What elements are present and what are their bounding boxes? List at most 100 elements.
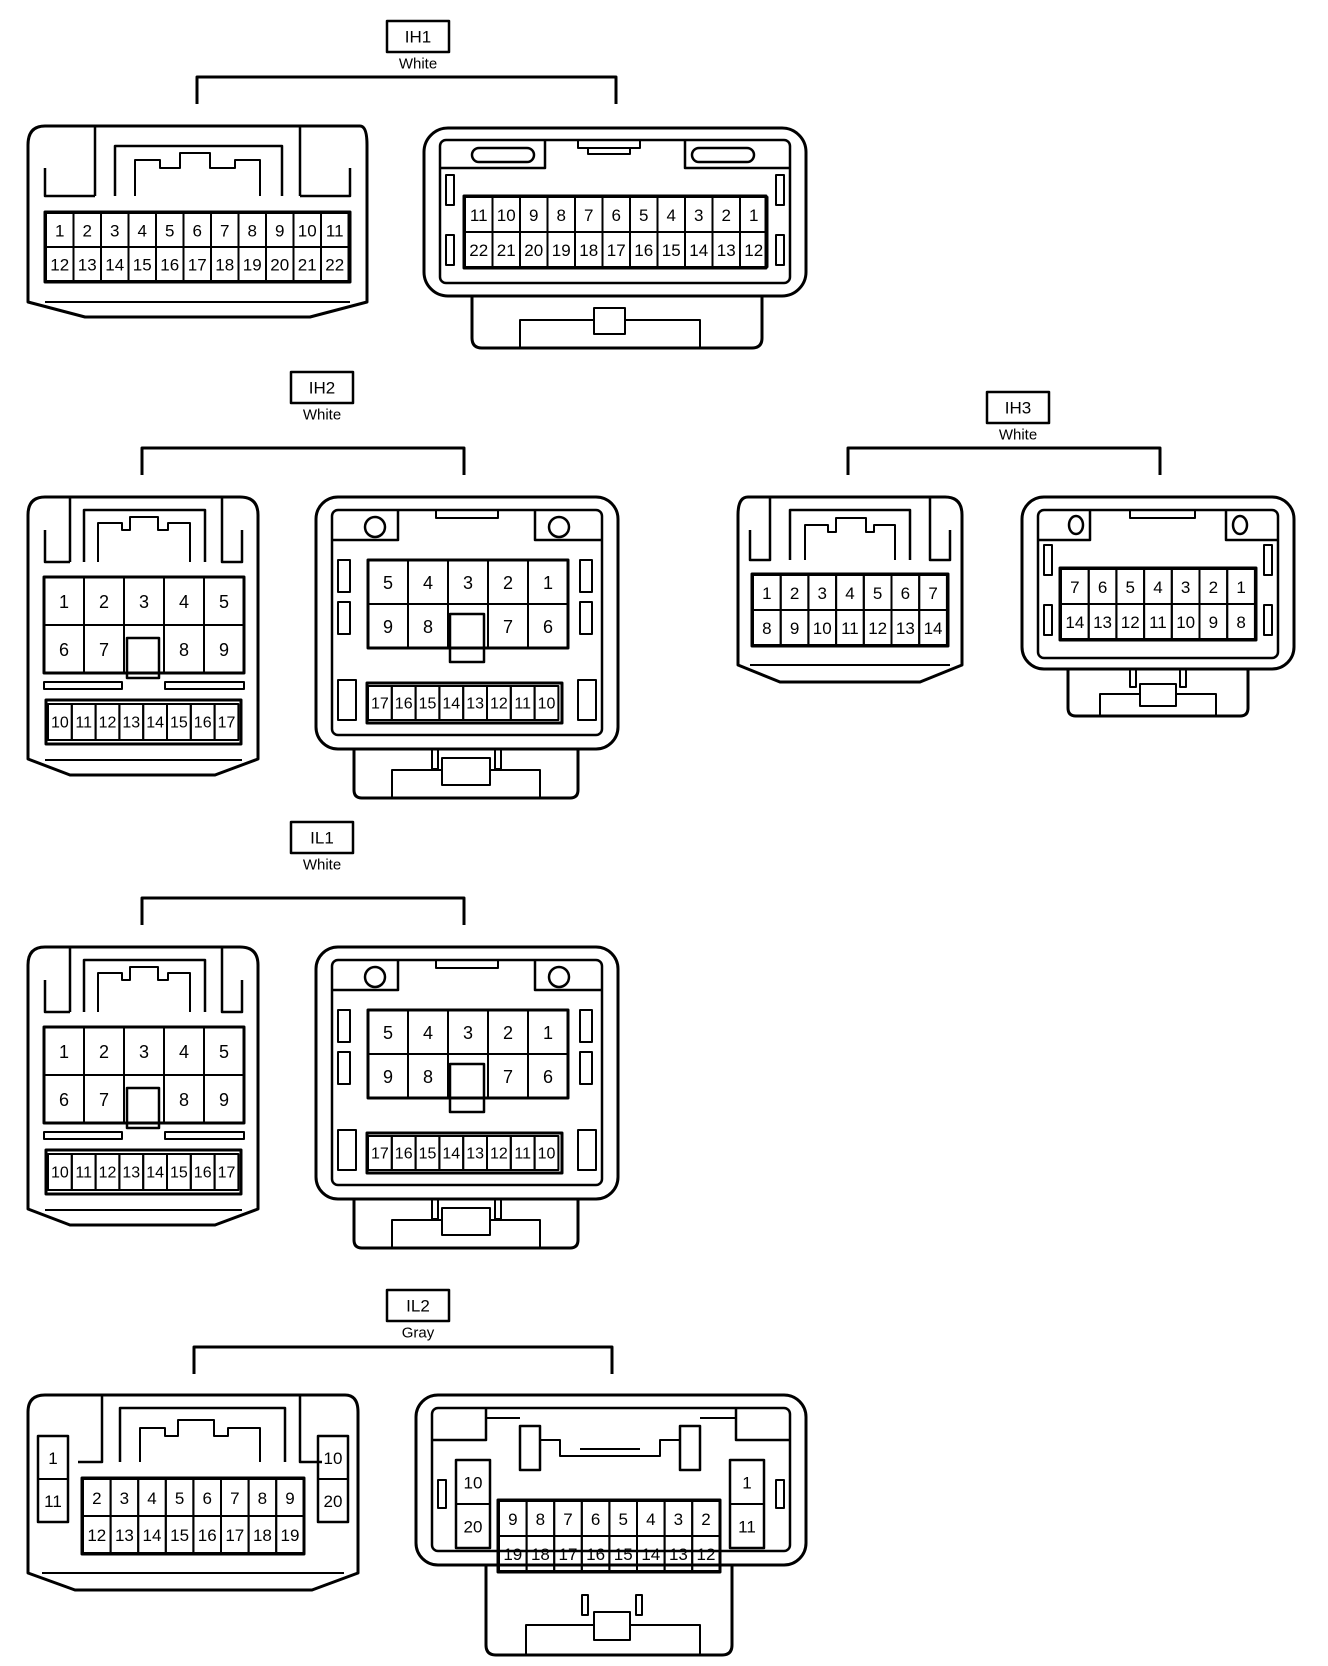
connector-id-box — [289, 370, 355, 405]
pin-number: 3 — [139, 1042, 149, 1062]
pin-number: 4 — [646, 1510, 655, 1529]
latch-frame — [82, 958, 207, 1012]
pin-number: 8 — [1236, 613, 1245, 632]
side-rib — [579, 1051, 593, 1085]
pin-number: 3 — [120, 1489, 129, 1508]
pin-number: 6 — [543, 617, 553, 637]
pin-number: 12 — [1121, 613, 1140, 632]
connector-id-box — [985, 390, 1051, 425]
pin-number: 13 — [78, 256, 97, 275]
pin-number: 16 — [194, 715, 212, 732]
pin-number: 10 — [298, 222, 317, 241]
pin-number: 7 — [230, 1489, 239, 1508]
pin-number: 16 — [634, 241, 653, 260]
pin-number: 19 — [552, 241, 571, 260]
pin-number: 10 — [1176, 613, 1195, 632]
pin-number: 12 — [99, 1165, 117, 1182]
housing-inner-outline — [330, 508, 604, 737]
pin-number: 6 — [543, 1067, 553, 1087]
divider-bar — [164, 1131, 245, 1140]
pin-number: 13 — [122, 1165, 140, 1182]
latch-frame — [113, 144, 284, 196]
pin-number: 6 — [193, 222, 202, 241]
pin-number: 16 — [395, 696, 413, 713]
pin-number: 14 — [442, 696, 460, 713]
pin-number: 14 — [146, 1165, 164, 1182]
pin-number: 14 — [105, 256, 124, 275]
housing-inner-frame — [43, 497, 72, 564]
pin-number: 10 — [813, 619, 832, 638]
pin-number: 12 — [50, 256, 69, 275]
pin-number: 17 — [225, 1526, 244, 1545]
pin-number: 19 — [503, 1545, 522, 1564]
side-rib — [577, 1129, 597, 1171]
pin-number: 5 — [1126, 578, 1135, 597]
latch-frame — [82, 508, 207, 562]
side-rib — [437, 1479, 447, 1509]
pin-number: 9 — [508, 1510, 517, 1529]
pin-number: 12 — [490, 1146, 508, 1163]
pin-cavity — [213, 703, 240, 741]
pin-number: 17 — [559, 1545, 578, 1564]
pin-number: 18 — [531, 1545, 550, 1564]
pin-cavity — [37, 1478, 69, 1523]
pin-number: 14 — [146, 715, 164, 732]
pin-number: 4 — [845, 584, 854, 603]
pin-number: 17 — [188, 256, 207, 275]
pin-number: 11 — [470, 206, 488, 225]
pin-cavity — [533, 1135, 560, 1171]
pin-number: 22 — [325, 256, 344, 275]
lock-rib — [431, 748, 439, 770]
pin-number: 15 — [133, 256, 152, 275]
pin-number: 11 — [75, 715, 92, 732]
pin-block-frame — [44, 1148, 243, 1196]
housing-inner-outline — [1036, 508, 1280, 660]
side-rib — [577, 679, 597, 721]
side-rib — [337, 679, 357, 721]
pin-number: 10 — [324, 1449, 343, 1468]
latch-post — [678, 1424, 702, 1472]
lock-rib — [635, 1594, 643, 1616]
pin-number: 1 — [48, 1449, 57, 1468]
pin-number: 11 — [514, 696, 531, 713]
pin-number: 12 — [744, 241, 763, 260]
pin-number: 17 — [218, 1165, 236, 1182]
side-rib — [337, 1009, 351, 1043]
pin-number: 3 — [139, 592, 149, 612]
pin-number: 11 — [738, 1518, 756, 1537]
divider-bar — [43, 1131, 123, 1140]
pin-number: 9 — [1209, 613, 1218, 632]
pin-number: 15 — [419, 696, 437, 713]
housing-inner-outline — [438, 138, 792, 285]
bracket-line — [192, 1345, 614, 1374]
side-rib — [579, 1009, 593, 1043]
pin-cavity — [320, 246, 350, 282]
pin-number: 10 — [538, 696, 556, 713]
divider-bar — [43, 681, 123, 690]
housing-outline — [26, 495, 260, 777]
lock-detail — [1129, 510, 1196, 519]
pin-number: 2 — [92, 1489, 101, 1508]
pin-number: 10 — [51, 715, 69, 732]
key-slot — [125, 636, 161, 680]
pin-number: 15 — [419, 1146, 437, 1163]
pin-number: 15 — [170, 715, 188, 732]
side-rib — [1263, 604, 1273, 636]
pin-number: 4 — [423, 573, 433, 593]
pin-number: 2 — [83, 222, 92, 241]
pin-number: 9 — [275, 222, 284, 241]
pin-number: 16 — [198, 1526, 217, 1545]
housing-bottom-lock — [1066, 669, 1250, 718]
lock-tab — [391, 1207, 541, 1248]
pin-number: 1 — [749, 206, 758, 225]
pin-cavity — [317, 1478, 349, 1523]
pin-number: 21 — [298, 256, 317, 275]
pin-number: 6 — [59, 1090, 69, 1110]
lock-detail — [435, 960, 499, 969]
pin-number: 2 — [722, 206, 731, 225]
housing-inner-outline — [330, 958, 604, 1187]
pin-number: 8 — [557, 206, 566, 225]
housing-top-detail — [485, 1408, 737, 1457]
pin-number: 8 — [179, 1090, 189, 1110]
pin-number: 1 — [543, 1023, 553, 1043]
